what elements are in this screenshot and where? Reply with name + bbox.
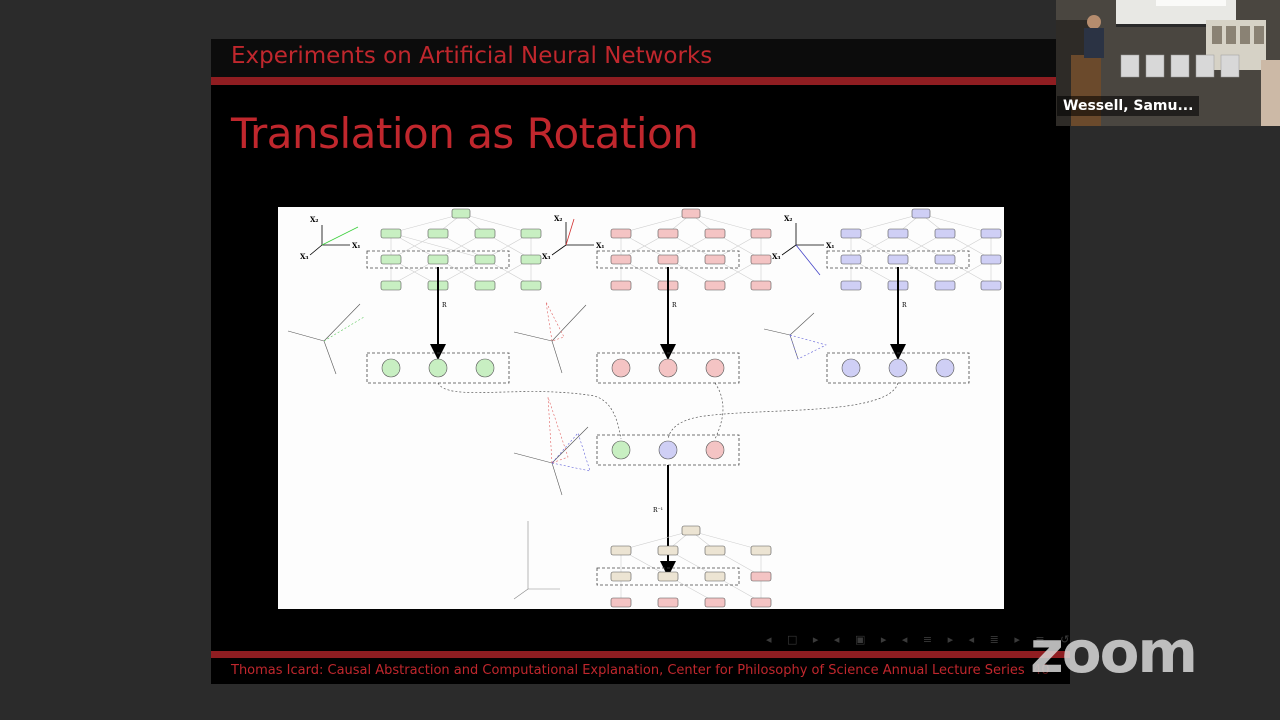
svg-text:X₃: X₃ bbox=[542, 252, 551, 261]
beamer-navigation-icons[interactable]: ◂ □ ▸ ◂ ▣ ▸ ◂ ≡ ▸ ◂ ≣ ▸ ≡ ↺ bbox=[766, 633, 1076, 646]
network-red: R X₂ X₁ X₃ bbox=[513, 208, 772, 384]
participant-name-label: Wessell, Samu... bbox=[1057, 96, 1200, 116]
svg-text:X₃: X₃ bbox=[300, 252, 309, 261]
combined-layer: R⁻¹ bbox=[437, 382, 899, 577]
svg-text:X₃: X₃ bbox=[772, 252, 781, 261]
svg-text:R: R bbox=[902, 302, 907, 309]
presentation-slide: Experiments on Artificial Neural Network… bbox=[211, 39, 1070, 684]
svg-text:R: R bbox=[442, 302, 447, 309]
section-header: Experiments on Artificial Neural Network… bbox=[211, 39, 1070, 77]
zoom-logo: zoom bbox=[1030, 618, 1198, 686]
svg-text:X₁: X₁ bbox=[352, 241, 361, 250]
network-diagram: R X₂ X₁ X₃ bbox=[287, 208, 1002, 608]
svg-text:R⁻¹: R⁻¹ bbox=[653, 507, 663, 514]
slide-footer: Thomas Icard: Causal Abstraction and Com… bbox=[231, 663, 1025, 678]
svg-text:R: R bbox=[672, 302, 677, 309]
section-title: Experiments on Artificial Neural Network… bbox=[231, 43, 713, 69]
network-green: R X₂ X₁ X₃ bbox=[287, 208, 542, 384]
network-blue: R X₂ X₁ X₃ bbox=[763, 208, 1002, 384]
network-output bbox=[513, 521, 772, 608]
header-rule bbox=[211, 77, 1070, 85]
svg-text:X₂: X₂ bbox=[784, 214, 793, 223]
participant-video-tile[interactable]: Wessell, Samu... bbox=[1056, 0, 1280, 126]
footer-rule bbox=[211, 651, 1070, 658]
svg-text:X₁: X₁ bbox=[596, 241, 605, 250]
neural-network-figure: R X₂ X₁ X₃ bbox=[278, 207, 1004, 609]
svg-text:X₁: X₁ bbox=[826, 241, 835, 250]
slide-title: Translation as Rotation bbox=[231, 109, 699, 158]
svg-text:X₂: X₂ bbox=[310, 215, 319, 224]
svg-text:X₂: X₂ bbox=[554, 214, 563, 223]
page-number: 40 bbox=[1033, 663, 1050, 678]
